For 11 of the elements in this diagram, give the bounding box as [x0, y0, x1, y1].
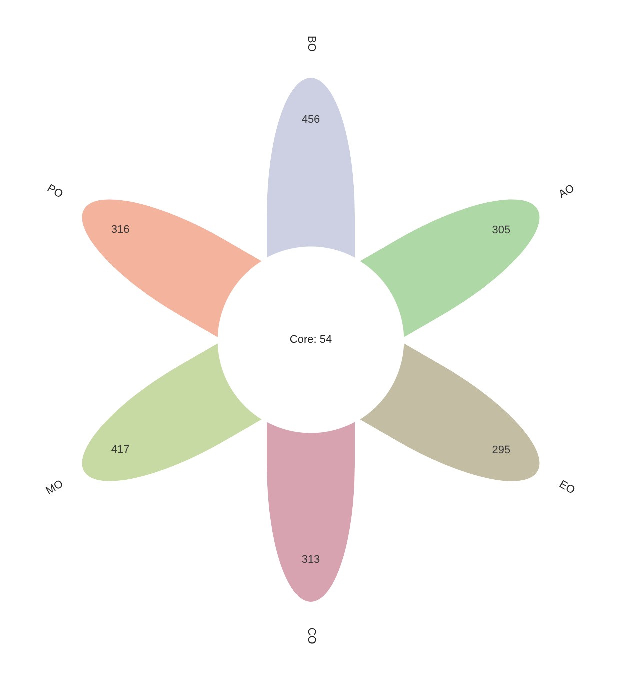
set-label: MO: [42, 477, 66, 500]
count-label: 456: [302, 112, 320, 128]
count-label: 295: [492, 442, 511, 458]
count-label: 313: [302, 552, 320, 568]
core-label: Core: 54: [290, 332, 332, 348]
set-label: BO: [304, 36, 318, 52]
set-label: CO: [304, 628, 318, 644]
set-label: EO: [556, 478, 578, 499]
set-label: AO: [556, 182, 578, 203]
count-label: 305: [492, 222, 511, 238]
set-label: PO: [44, 182, 66, 203]
